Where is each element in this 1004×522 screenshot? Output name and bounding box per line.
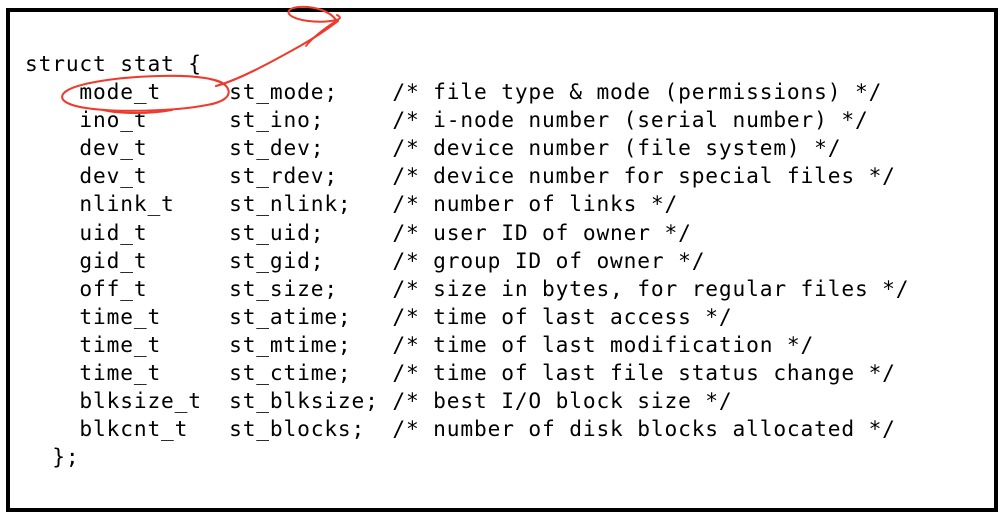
struct-stat-code-listing: struct stat { mode_t st_mode; /* file ty… bbox=[25, 51, 910, 470]
